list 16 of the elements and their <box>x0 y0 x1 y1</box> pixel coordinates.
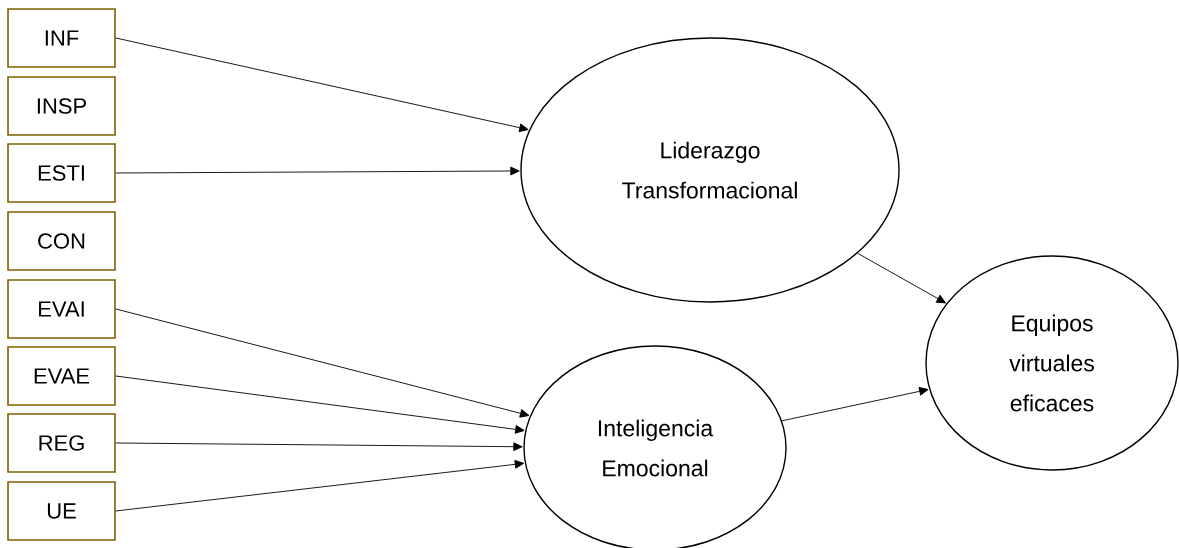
arrow <box>115 375 525 434</box>
indicator-box: INF <box>7 8 116 68</box>
indicator-box: EVAI <box>7 279 116 339</box>
indicator-box: CON <box>7 211 116 271</box>
indicator-box: REG <box>7 413 116 473</box>
arrow <box>115 37 529 133</box>
indicator-box: INSP <box>7 76 116 136</box>
arrow <box>115 166 520 176</box>
arrow <box>857 252 946 304</box>
indicator-box: ESTI <box>7 143 116 203</box>
arrow <box>115 459 525 512</box>
arrow <box>115 308 530 418</box>
indicator-box: UE <box>7 481 116 541</box>
indicator-box: EVAE <box>7 346 116 406</box>
arrow <box>781 387 929 422</box>
arrow <box>115 442 523 452</box>
